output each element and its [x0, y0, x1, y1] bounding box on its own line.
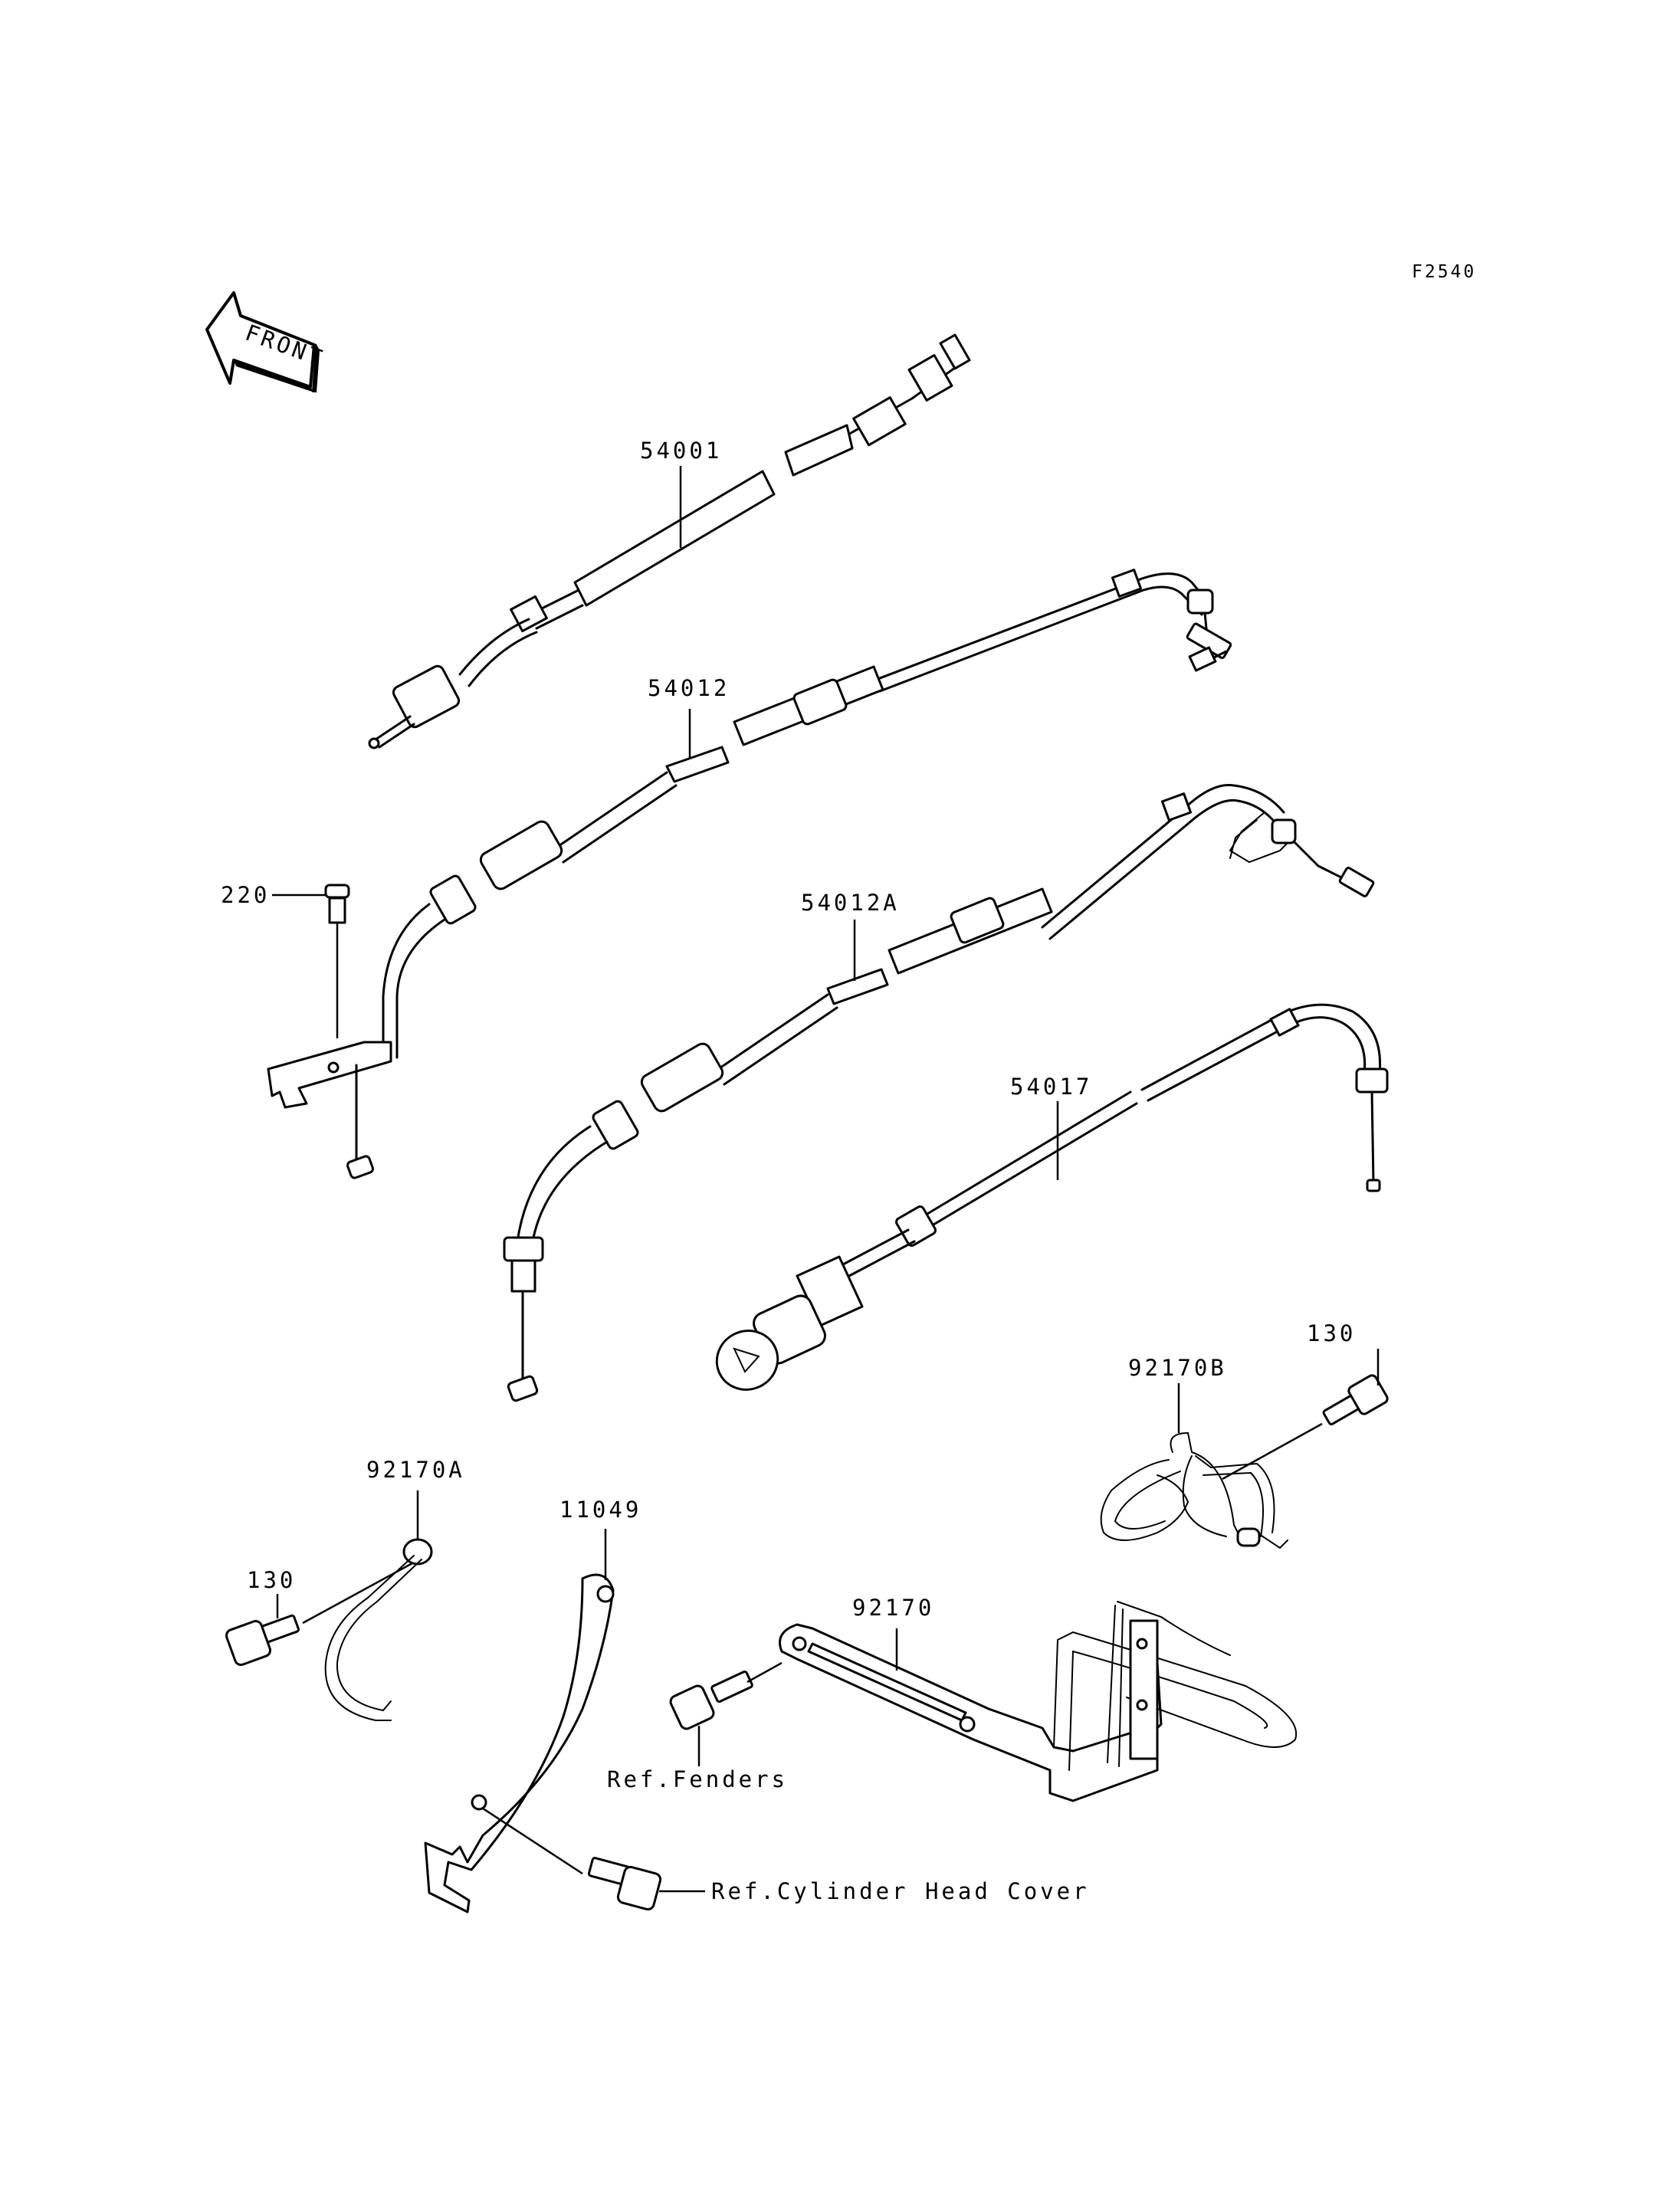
- throttle-cable-close: 54012A: [503, 783, 1375, 1402]
- label-130-left: 130: [247, 1567, 296, 1593]
- ref-fenders: Ref.Fenders: [607, 1766, 788, 1792]
- label-11049: 11049: [559, 1497, 641, 1523]
- label-92170B: 92170B: [1128, 1355, 1227, 1381]
- label-92170: 92170: [852, 1595, 934, 1621]
- label-54012: 54012: [648, 675, 730, 701]
- clamp-92170: 92170: [779, 1595, 1298, 1802]
- screw-220: 220: [221, 882, 350, 1038]
- choke-cable: 54017: [715, 1003, 1389, 1391]
- bolt-fenders: Ref.Fenders: [607, 1661, 788, 1792]
- clamp-92170A: 92170A: [324, 1457, 465, 1721]
- throttle-cable-open: 54012: [267, 569, 1232, 1179]
- speedometer-cable: 54001: [368, 333, 971, 749]
- bolt-130-right: 130: [1222, 1320, 1389, 1481]
- label-54012A: 54012A: [801, 890, 900, 916]
- figure-code: F2540: [1412, 262, 1476, 282]
- ref-cylinder-head-cover: Ref.Cylinder Head Cover: [711, 1878, 1090, 1904]
- clamp-92170B: 92170B: [1100, 1355, 1288, 1549]
- bolt-130-left: 130: [225, 1562, 413, 1667]
- label-92170A: 92170A: [366, 1457, 465, 1483]
- label-130-right: 130: [1307, 1320, 1356, 1346]
- label-220: 220: [221, 882, 270, 908]
- front-arrow-icon: FRONT: [205, 291, 328, 393]
- bolt-cylinder-head: Ref.Cylinder Head Cover: [587, 1857, 1090, 1911]
- label-54017: 54017: [1010, 1074, 1092, 1100]
- bracket-11049: 11049: [424, 1497, 641, 1913]
- label-54001: 54001: [640, 438, 722, 464]
